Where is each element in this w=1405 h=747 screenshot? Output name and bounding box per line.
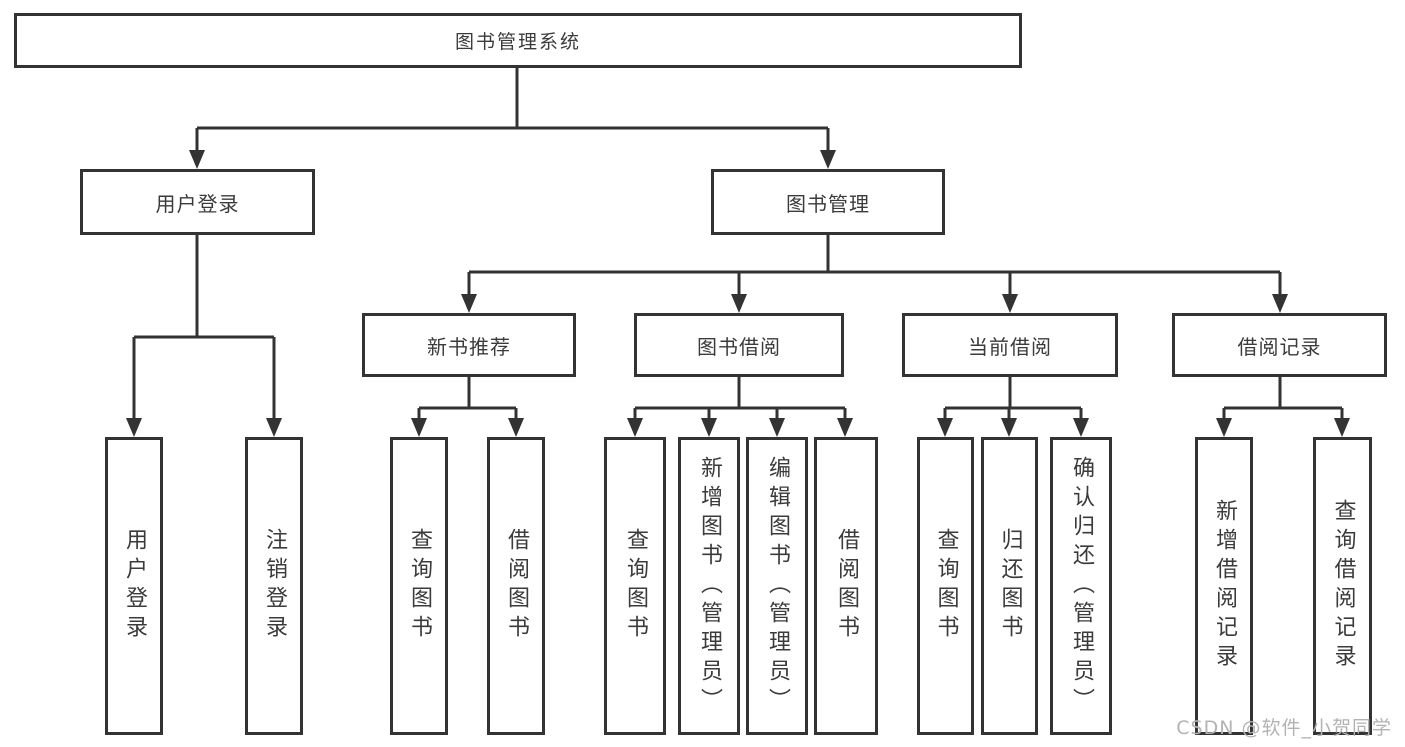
node-book-management: 图书管理	[711, 169, 945, 235]
csdn-watermark: CSDN @软件_小贺同学	[1176, 717, 1392, 739]
leaf-confirm-return-admin: 确认归还（管理员）	[1050, 437, 1112, 735]
leaf-borrow-books-recommend: 借阅图书	[487, 437, 545, 735]
leaf-query-books-borrow: 查询图书	[604, 437, 666, 735]
node-book-borrow: 图书借阅	[634, 313, 844, 377]
node-new-book-recommend: 新书推荐	[362, 313, 576, 377]
leaf-user-login: 用户登录	[105, 437, 163, 735]
node-root-system: 图书管理系统	[14, 13, 1022, 68]
leaf-return-book: 归还图书	[981, 437, 1038, 735]
leaf-logout: 注销登录	[245, 437, 303, 735]
leaf-query-books-current: 查询图书	[917, 437, 974, 735]
leaf-add-borrow-record: 新增借阅记录	[1195, 437, 1253, 735]
node-borrow-records: 借阅记录	[1172, 313, 1387, 377]
leaf-borrow-books: 借阅图书	[814, 437, 878, 735]
leaf-query-borrow-record: 查询借阅记录	[1313, 437, 1372, 735]
leaf-add-book-admin: 新增图书（管理员）	[678, 437, 740, 735]
leaf-edit-book-admin: 编辑图书（管理员）	[746, 437, 808, 735]
node-user-login: 用户登录	[80, 169, 315, 235]
arrowheads	[126, 150, 1350, 437]
node-current-borrow: 当前借阅	[902, 313, 1118, 377]
leaf-query-books-recommend: 查询图书	[390, 437, 448, 735]
